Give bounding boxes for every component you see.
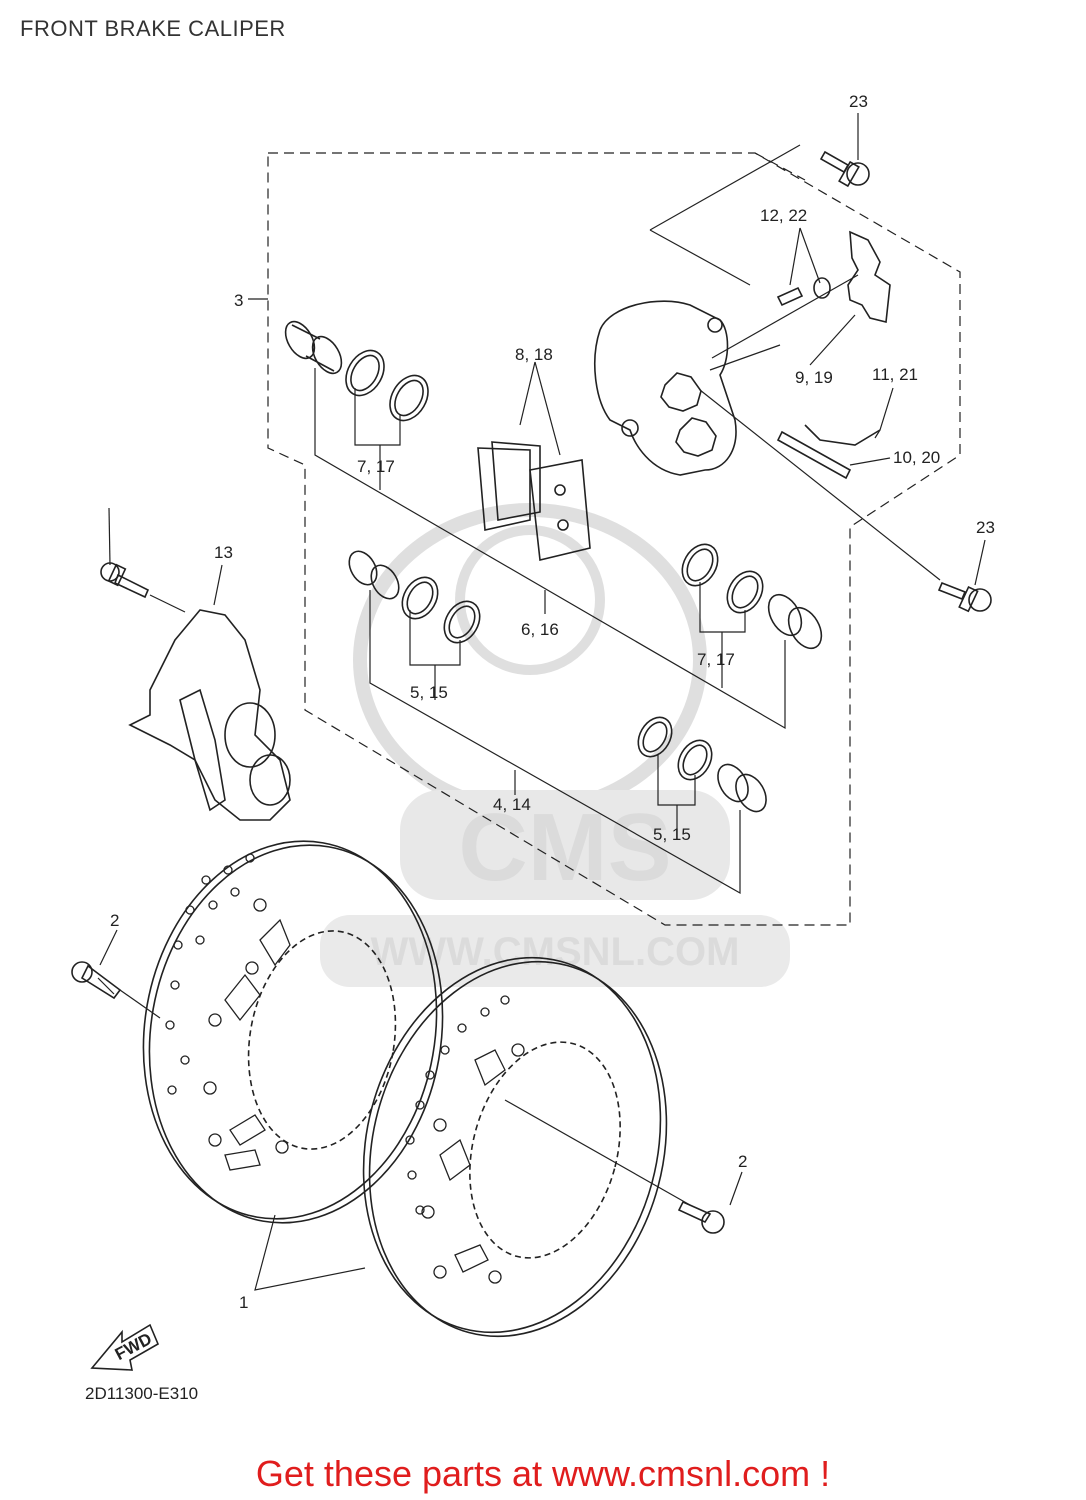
bolt-2-right: [677, 1200, 725, 1234]
brake-pads-8-18: [477, 441, 591, 561]
callout-23-top: 23: [849, 92, 868, 111]
callout-9-19: 9, 19: [795, 368, 833, 387]
callout-7-17-upper: 7, 17: [357, 457, 395, 476]
bolt-23-left: [100, 562, 150, 599]
clip-11-21: [804, 424, 881, 446]
callout-5-15-upper: 5, 15: [410, 683, 448, 702]
callout-6-16: 6, 16: [521, 620, 559, 639]
brake-disc-left: [142, 840, 444, 1224]
callout-1: 1: [239, 1293, 248, 1312]
callout-3: 3: [234, 291, 243, 310]
caliper-assembly-box: [267, 152, 961, 926]
callout-4-14: 4, 14: [493, 795, 531, 814]
bolt-2-left: [71, 961, 122, 1000]
watermark-url: WWW.CMSNL.COM: [371, 930, 740, 974]
callout-10-20: 10, 20: [893, 448, 940, 467]
caliper-body-upper: [594, 300, 737, 476]
fwd-arrow-icon: FWD: [90, 1323, 160, 1371]
brake-disc-right: [362, 956, 668, 1338]
callout-11-21: 11, 21: [872, 365, 918, 384]
pad-spring-9-19: [847, 230, 891, 323]
piston-5-15-upper: [348, 550, 481, 644]
callout-2-right: 2: [738, 1152, 747, 1171]
piston-7-17-right: [681, 543, 823, 650]
caliper-body-13: [128, 609, 291, 821]
callout-2-left: 2: [110, 911, 119, 930]
callout-23-right: 23: [976, 518, 995, 537]
bleed-screw-12-22: [776, 277, 831, 307]
callout-8-18: 8, 18: [515, 345, 553, 364]
leader-lines: [99, 113, 986, 1291]
piston-7-17-upper: [284, 320, 429, 422]
callout-7-17-right: 7, 17: [697, 650, 735, 669]
callout-13: 13: [214, 543, 233, 562]
piston-5-15-lower: [637, 716, 767, 813]
diagram-code: 2D11300-E310: [85, 1384, 199, 1403]
callout-5-15-lower: 5, 15: [653, 825, 691, 844]
cms-watermark: CMS WWW.CMSNL.COM: [320, 503, 790, 987]
pad-pin-10-20: [776, 430, 852, 480]
bolt-23-right: [937, 581, 992, 613]
get-parts-link[interactable]: Get these parts at www.cmsnl.com !: [255, 1453, 831, 1494]
callout-labels: 23 12, 22 3 8, 18 9, 19 11, 21 7, 17 10,…: [110, 92, 995, 1312]
callout-12-22: 12, 22: [760, 206, 807, 225]
bolt-23-top: [819, 150, 870, 188]
watermark-logo: CMS: [458, 794, 671, 901]
page-title: FRONT BRAKE CALIPER: [20, 16, 286, 41]
